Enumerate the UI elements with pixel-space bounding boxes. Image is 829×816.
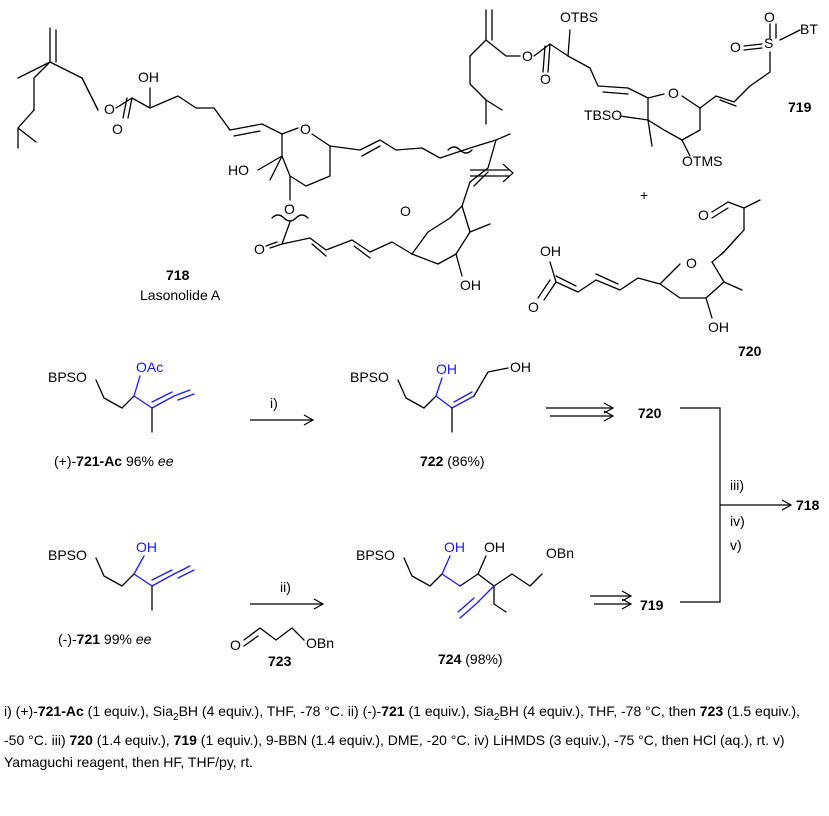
arrow-step-ii: ii) O OBn 723 [230,579,334,669]
label-721-prefix: (-)- [58,631,77,647]
atom-O-carbonyl: O [112,121,123,137]
atom-OH-721: OH [136,539,157,555]
cond-8: (1 equiv.), 9-BBN (1.4 equiv.), DME, -20… [4,731,785,770]
cond-721ac-prefix: (+)- [15,703,38,719]
label-723: 723 [268,653,292,669]
atom-O-720-acid: O [528,299,539,315]
cond-4: (1 equiv.), Sia [404,703,494,719]
label-721: (-)-721 99% ee [58,631,152,647]
arrow-multistep-720 [546,402,615,422]
name-718: Lasonolide A [140,287,221,303]
atom-O-719-ester: O [522,48,533,64]
plus-sign: + [640,187,648,203]
label-721Ac-prefix: (+)- [54,453,77,469]
retro-arrow [470,163,514,183]
atom-OH-724: OH [444,539,465,555]
step-i-label: i) [270,395,278,411]
scheme-drawing: O O OH O HO O O O OH [17,9,820,669]
atom-O-719-ring: O [668,85,679,101]
structure-721-Ac: BPSO OAc (+)-721-Ac 96% ee [48,359,195,469]
label-718-product: 718 [796,497,820,513]
structure-724: BPSO OH OH OBn 724 (98%) [356,539,574,667]
label-721Ac-number: 721-Ac [76,453,122,469]
atom-OBn-723: OBn [306,635,334,651]
atom-BPSO-722: BPSO [350,369,389,385]
structure-719: O O OTBS O TBSO OTMS S O O BT 719 [469,9,818,169]
structure-718: O O OH O HO O O O OH [17,27,511,303]
step-ii-label: ii) [280,579,291,595]
convergent-bracket: iii) iv) v) [680,407,793,603]
cond-719: 719 [173,731,197,748]
atom-TBSO-719: TBSO [584,107,622,123]
atom-OAc-721Ac: OAc [136,359,163,375]
structure-720: O O OH OH O 720 [528,199,762,359]
cond-721: 721 [381,703,405,719]
atom-OH-718: OH [138,69,159,85]
arrow-multistep-719 [590,590,633,610]
atom-HO-718: HO [228,162,249,178]
label-721Ac-ee-label: ee [158,453,174,469]
cond-1: i) [4,703,16,719]
step-iv-label: iv) [730,513,745,529]
atom-OH-722: OH [436,361,457,377]
atom-O-719-sulfonyl2: O [730,39,741,55]
label-720-mid: 720 [638,405,662,421]
label-724-number: 724 [438,651,462,667]
label-721-ee: 99% [104,631,132,647]
atom-O-719-sulfonyl1: O [764,9,775,25]
label-718: 718 [166,267,190,283]
atom-BPSO-721Ac: BPSO [48,369,87,385]
step-iii-label: iii) [730,477,744,493]
cond-sub-1: 2 [173,711,179,723]
atom-OH-ring2: OH [460,277,481,293]
cond-3: BH (4 equiv.), THF, -78 °C. ii) (-)- [178,703,382,719]
atom-OBn-724: OBn [546,545,574,561]
atom-O-720-aldehyde: O [698,207,709,223]
atom-O-719-carbonyl: O [540,71,551,87]
label-722: 722 (86%) [420,453,485,469]
atom-OH2-722: OH [510,359,531,375]
atom-BPSO-721: BPSO [48,547,87,563]
label-719: 719 [788,99,812,115]
label-724-yield: (98%) [465,651,502,667]
atom-BPSO-724: BPSO [356,547,395,563]
label-721Ac-ee: 96% [126,453,154,469]
step-v-label: v) [730,537,742,553]
atom-O-macro: O [284,201,295,217]
cond-7: (1.4 equiv.), [92,731,174,748]
cond-721ac: 721-Ac [37,703,84,719]
cond-723: 723 [699,703,724,719]
cond-6: (1.5 equiv.), -50 °C. iii) [4,703,800,748]
label-720: 720 [738,343,762,359]
structure-722: BPSO OH OH 722 (86%) [350,359,531,469]
atom-O-723: O [230,637,241,653]
atom-O-ring2: O [400,203,411,219]
label-721Ac: (+)-721-Ac 96% ee [54,453,174,469]
atom-O-720-ring: O [686,255,697,271]
atom-O-ring1: O [300,121,311,137]
atom-OH-720: OH [708,319,729,335]
label-721-ee-label: ee [136,631,152,647]
atom-O-ester: O [104,101,115,117]
atom-OH2-724: OH [484,539,505,555]
atom-O-lactone: O [254,241,265,257]
atom-OTBS-719: OTBS [560,9,598,25]
label-722-number: 722 [420,453,444,469]
cond-5: BH (4 equiv.), THF, -78 °C, then [499,703,700,719]
atom-BT-719: BT [800,21,818,37]
structure-721: BPSO OH (-)-721 99% ee [48,539,195,647]
atom-S-719: S [764,35,773,51]
atom-OH-720-acid: OH [540,243,561,259]
cond-720: 720 [69,731,93,748]
label-722-yield: (86%) [447,453,484,469]
arrow-step-i: i) [250,395,315,426]
label-721-number: 721 [77,631,101,647]
cond-sub-2: 2 [493,711,500,723]
reaction-conditions: i) (+)-721-Ac (1 equiv.), Sia2BH (4 equi… [4,700,822,773]
label-724: 724 (98%) [438,651,503,667]
atom-OTMS-719: OTMS [682,153,722,169]
label-719-mid: 719 [640,597,664,613]
cond-2: (1 equiv.), Sia [83,703,173,719]
